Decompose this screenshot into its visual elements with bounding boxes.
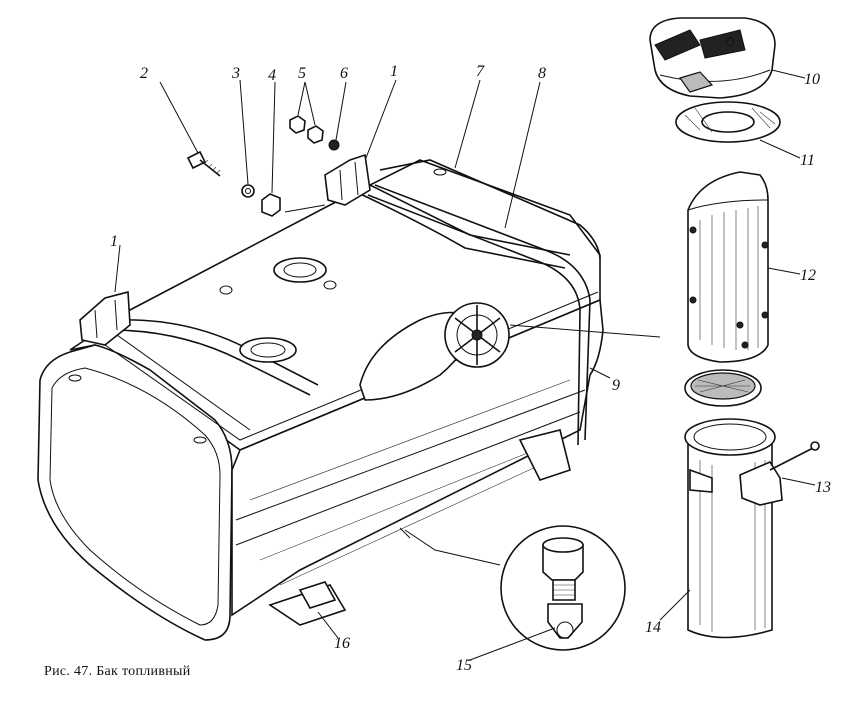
drain-plug-detail xyxy=(500,525,626,651)
callout-9: 9 xyxy=(612,377,620,394)
callout-1-left: 1 xyxy=(110,233,118,250)
callout-3: 3 xyxy=(231,65,240,82)
nut-4 xyxy=(261,193,281,217)
callout-8: 8 xyxy=(538,65,546,82)
callout-10: 10 xyxy=(804,71,820,88)
callout-11: 11 xyxy=(800,152,815,169)
callout-16: 16 xyxy=(334,635,350,652)
nut-5a xyxy=(289,115,306,134)
callout-14: 14 xyxy=(645,619,661,636)
callout-labels: 2 3 4 5 6 1 7 8 1 9 10 11 12 13 14 15 16 xyxy=(110,63,831,674)
callout-7: 7 xyxy=(476,63,485,80)
washer-6 xyxy=(328,139,340,151)
washer-3 xyxy=(241,184,255,198)
screw-13 xyxy=(769,441,820,471)
callout-15: 15 xyxy=(456,657,472,674)
nut-5b xyxy=(307,125,324,144)
callout-13: 13 xyxy=(815,479,831,496)
callout-1-top: 1 xyxy=(390,63,398,80)
strainer xyxy=(687,171,769,363)
callout-6: 6 xyxy=(340,65,348,82)
callout-12: 12 xyxy=(800,267,816,284)
leader-lines xyxy=(114,69,816,661)
fasteners xyxy=(186,115,340,217)
filler-cap xyxy=(649,17,776,99)
callout-5: 5 xyxy=(298,65,306,82)
fuel-tank xyxy=(37,153,604,641)
bolt-2 xyxy=(186,150,221,177)
figure-caption: Рис. 47. Бак топливный xyxy=(44,664,191,679)
callout-2: 2 xyxy=(140,65,148,82)
callout-4: 4 xyxy=(268,67,276,84)
filter-mesh xyxy=(684,369,762,407)
gasket xyxy=(675,101,781,143)
filler-pipe xyxy=(684,418,783,639)
